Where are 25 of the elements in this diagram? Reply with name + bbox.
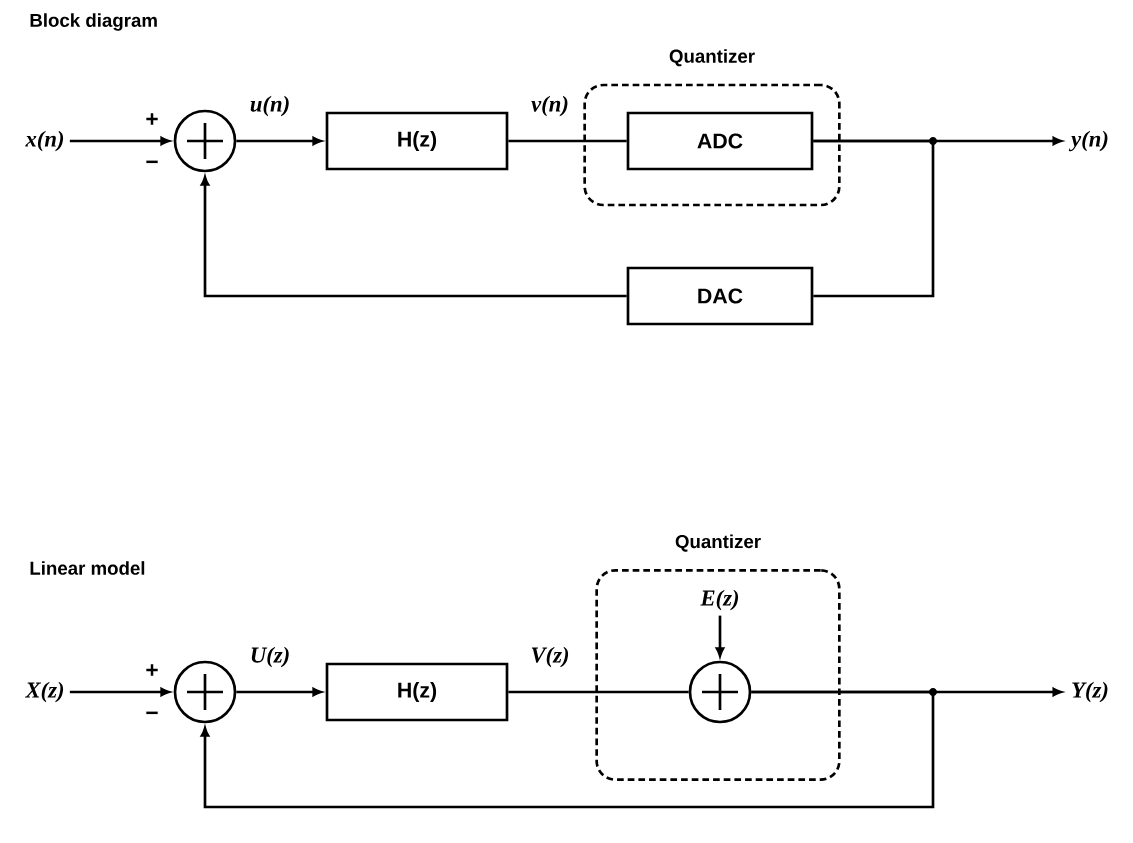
block-box: H(z) [325,662,509,722]
block-box: ADC [626,111,814,171]
sign-label: − [146,160,158,164]
summing-junction [173,660,237,724]
block-box: H(z) [325,111,509,171]
signal-label: x(n) [25,130,64,152]
signal-label: E(z) [700,589,739,611]
signal-label: Y(z) [1072,681,1108,703]
section-heading: Block diagram [30,13,157,31]
summing-junction [173,109,237,173]
node-label: Quantizer [669,49,755,67]
edge-label: V(z) [529,645,571,669]
block-box: DAC [626,266,814,326]
edge-label: v(n) [529,94,571,118]
edge-label: U(z) [248,645,292,669]
section-heading: Linear model [30,561,145,575]
sign-label: + [146,664,158,676]
signal-label: X(z) [24,681,64,703]
summing-junction [688,660,752,724]
signal-label: y(n) [1068,130,1108,152]
arrow [200,690,935,809]
sign-label: − [146,711,158,715]
edge-label: u(n) [248,94,292,118]
sign-label: + [146,113,158,125]
node-label: Quantizer [675,534,761,552]
